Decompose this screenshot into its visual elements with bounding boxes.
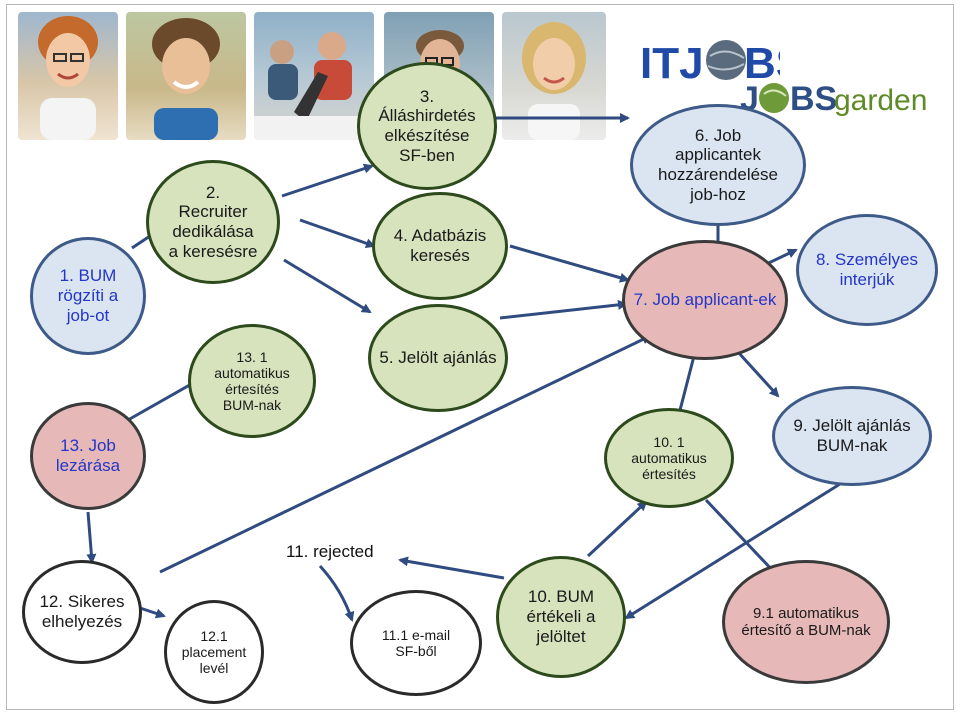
- arrow-7-to-9: [736, 350, 780, 398]
- arrow-10-1-to-9-1: [704, 498, 778, 576]
- arrow-11-to-11-1: [318, 564, 355, 622]
- itjobs-logo-prefix: ITJ: [640, 39, 704, 88]
- arrow-2-to-5: [283, 258, 372, 314]
- arrow-2-to-4: [299, 218, 376, 249]
- node-9-1-automatikus: 9.1 automatikus értesítő a BUM-nak: [722, 560, 890, 684]
- node-13-job-lezarasa: 13. Job lezárása: [30, 402, 146, 510]
- node-10-1-automatikus: 10. 1 automatikus értesítés: [604, 408, 734, 508]
- arrow-4-to-7: [509, 244, 630, 283]
- arrow-7-to-10-1: [675, 355, 696, 420]
- node-1-bum-rogziti: 1. BUM rögzíti a job-ot: [30, 237, 146, 355]
- jobsgarden-logo: J BS garden: [738, 64, 928, 131]
- node-4-adatbazis: 4. Adatbázis keresés: [372, 192, 508, 300]
- young-man-photo: [126, 12, 246, 140]
- node-2-recruiter: 2. Recruiter dedikálása a keresésre: [146, 160, 280, 284]
- jobsgarden-logo-mid: BS: [790, 80, 837, 118]
- node-11-1-email: 11.1 e-mail SF-ből: [350, 590, 482, 696]
- students-laptop-photo: [254, 12, 374, 140]
- node-7-job-applicant-ek: 7. Job applicant-ek: [622, 240, 788, 360]
- node-13-1-automatikus: 13. 1 automatikus értesítés BUM-nak: [188, 324, 316, 438]
- arrow-12-to-7: [159, 334, 652, 574]
- arrow-9-to-10b: [624, 482, 841, 620]
- slide-frame: [6, 4, 954, 710]
- arrow-10b-to-10-1: [586, 500, 648, 558]
- jobsgarden-logo-suffix: garden: [834, 84, 927, 117]
- arrow-10b-to-11: [398, 556, 505, 580]
- label-11-rejected: 11. rejected: [286, 542, 374, 561]
- woman-with-glasses-photo: [18, 12, 118, 140]
- node-5-jelolt-ajanlas: 5. Jelölt ajánlás: [368, 304, 508, 412]
- node-12-sikeres-elhelyezes: 12. Sikeres elhelyezés: [22, 560, 142, 664]
- node-6-job-applicantek: 6. Job applicantek hozzárendelése job-ho…: [630, 104, 806, 226]
- node-10-bum-ertekeli: 10. BUM értékeli a jelöltet: [496, 556, 626, 678]
- arrow-13-to-12: [86, 511, 97, 564]
- node-3-allashirdetes: 3. Álláshirdetés elkészítése SF-ben: [357, 62, 497, 190]
- arrow-2-to-3: [281, 163, 374, 198]
- arrow-5-to-7: [499, 299, 628, 320]
- node-9-jelolt-ajanlas-bum: 9. Jelölt ajánlás BUM-nak: [772, 386, 932, 486]
- node-12-1-placement: 12.1 placement levél: [164, 600, 264, 704]
- node-8-szemelyes-interjuk: 8. Személyes interjúk: [796, 214, 938, 326]
